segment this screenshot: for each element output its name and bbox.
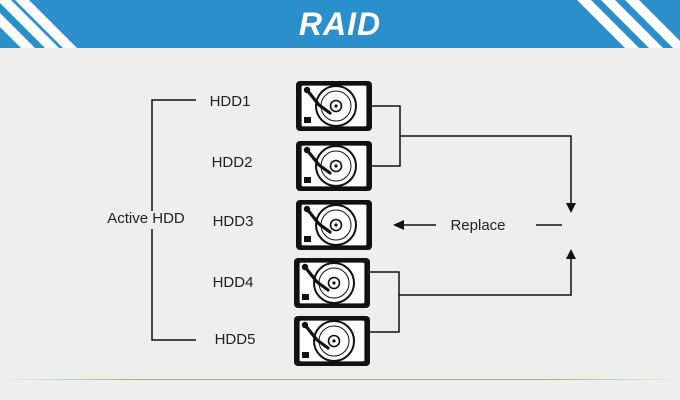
drive-label-hdd3: HDD3 [213,213,254,230]
page-title: RAID [298,6,382,42]
drive-label-hdd1: HDD1 [210,93,251,110]
pair-connector-hdd1-hdd2 [372,105,401,167]
arrow-icon [393,220,404,230]
drive-label-hdd2: HDD2 [212,154,253,171]
hard-disk-drive-icon [292,314,372,368]
arrow-icon [566,249,576,259]
header-banner: RAID [0,0,680,48]
hard-disk-drive-icon [294,198,374,252]
footer-divider [0,379,680,380]
drive-label-hdd4: HDD4 [213,274,254,291]
active-hdd-label: Active HDD [107,210,185,227]
pair-connector-hdd4-hdd5 [370,271,400,333]
connector-from-pair [399,258,572,296]
active-hdd-bracket-top [151,99,196,211]
replace-label: Replace [450,217,505,234]
hard-disk-drive-icon [292,256,372,310]
active-hdd-bracket-bottom [151,229,196,341]
hard-disk-drive-icon [294,79,374,133]
arrow-icon [566,203,576,213]
connector-to-replace [400,135,572,204]
drive-label-hdd5: HDD5 [215,331,256,348]
hard-disk-drive-icon [294,139,374,193]
